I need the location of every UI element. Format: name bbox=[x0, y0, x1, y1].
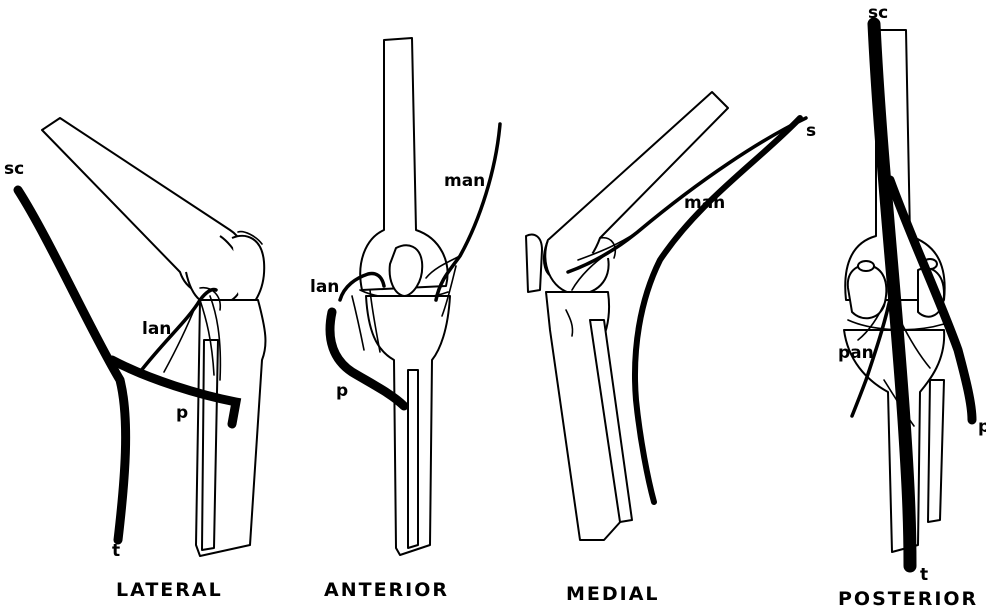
anterior-label-p: p bbox=[336, 381, 348, 401]
lateral-view: sc lan p t LATERAL bbox=[4, 118, 265, 601]
lateral-label-sc: sc bbox=[4, 159, 24, 179]
medial-view: s man MEDIAL bbox=[526, 92, 816, 605]
posterior-label-pan: pan bbox=[838, 343, 874, 363]
posterior-label-p: p bbox=[978, 417, 986, 437]
posterior-caption: POSTERIOR bbox=[838, 588, 978, 610]
posterior-label-sc: sc bbox=[868, 3, 888, 23]
lateral-label-lan: lan bbox=[142, 319, 171, 339]
anterior-view: man lan p ANTERIOR bbox=[310, 38, 500, 601]
medial-patella bbox=[526, 235, 542, 292]
lateral-label-t: t bbox=[112, 541, 120, 561]
lateral-label-p: p bbox=[176, 403, 188, 423]
anterior-label-man: man bbox=[444, 171, 485, 191]
anterior-medial-articular-nerve bbox=[436, 124, 500, 300]
lateral-caption: LATERAL bbox=[116, 579, 223, 601]
anterior-caption: ANTERIOR bbox=[324, 579, 449, 601]
posterior-label-t: t bbox=[920, 565, 928, 585]
anterior-fibula bbox=[408, 370, 418, 548]
anterior-patella bbox=[390, 245, 423, 296]
anterior-label-lan: lan bbox=[310, 277, 339, 297]
medial-caption: MEDIAL bbox=[566, 583, 660, 605]
lateral-sciatic-nerve bbox=[18, 190, 126, 540]
lateral-patella bbox=[232, 236, 264, 310]
medial-label-s: s bbox=[806, 121, 816, 141]
posterior-view: sc pan p t POSTERIOR bbox=[838, 3, 986, 610]
posterior-fibula bbox=[928, 380, 944, 522]
medial-label-man: man bbox=[684, 193, 725, 213]
